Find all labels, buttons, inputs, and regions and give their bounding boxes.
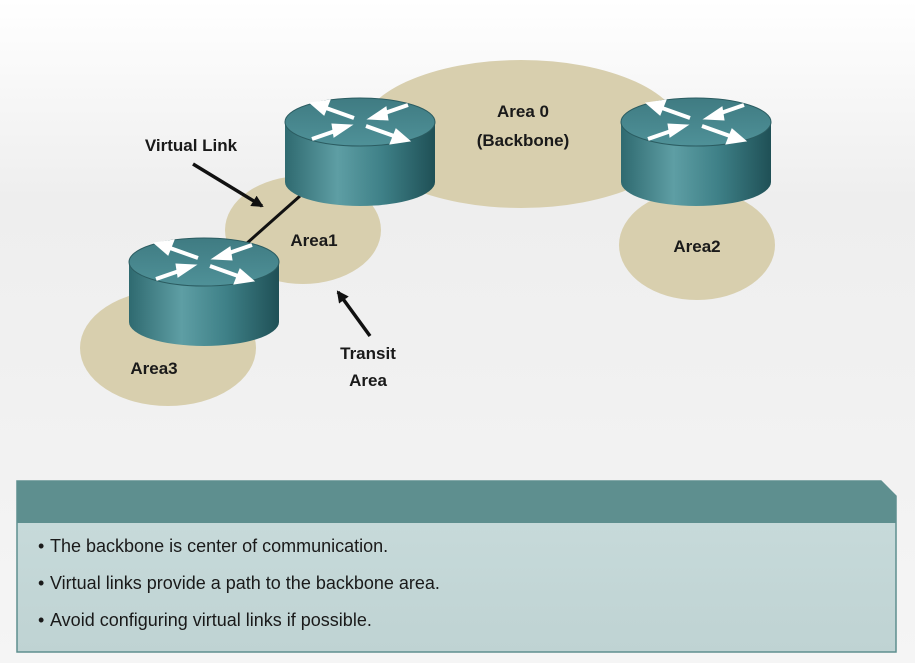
- area3-label: Area3: [130, 359, 177, 378]
- note-text: Avoid configuring virtual links if possi…: [50, 610, 372, 630]
- router-area0-area1-icon: [283, 96, 437, 208]
- router-area0-area2-icon: [619, 96, 773, 208]
- note-item: •Avoid configuring virtual links if poss…: [38, 607, 440, 644]
- bullet-glyph: •: [38, 536, 45, 556]
- notes-list: •The backbone is center of communication…: [38, 533, 440, 644]
- virtual-link-label: Virtual Link: [145, 136, 238, 155]
- notes-panel-header: [17, 481, 896, 523]
- virtual-link-arrow: [192, 162, 264, 208]
- area1-label: Area1: [290, 231, 337, 250]
- area0-label: Area 0: [497, 102, 549, 121]
- transit-area-label-line1: Transit: [340, 344, 396, 363]
- area0-region: [359, 60, 683, 208]
- bullet-glyph: •: [38, 573, 45, 593]
- router-area1-area3-icon: [127, 236, 281, 348]
- transit-area-label-line2: Area: [349, 371, 387, 390]
- bullet-glyph: •: [38, 610, 45, 630]
- note-item: •The backbone is center of communication…: [38, 533, 440, 570]
- area2-label: Area2: [673, 237, 720, 256]
- area0-sublabel: (Backbone): [477, 131, 570, 150]
- notes-panel: [16, 480, 897, 653]
- area2-region: [619, 190, 775, 300]
- transit-area-arrow: [336, 290, 372, 338]
- note-text: The backbone is center of communication.: [50, 536, 389, 556]
- note-text: Virtual links provide a path to the back…: [50, 573, 440, 593]
- note-item: •Virtual links provide a path to the bac…: [38, 570, 440, 607]
